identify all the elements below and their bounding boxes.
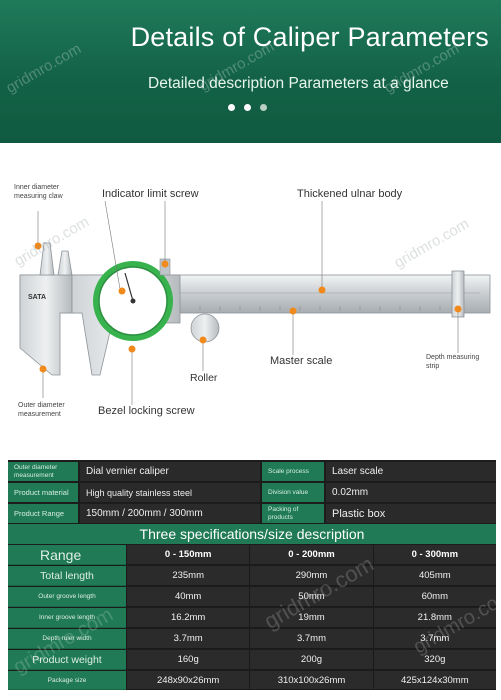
spec-value: High quality stainless steel	[80, 483, 260, 502]
table-cell: 3.7mm	[126, 629, 250, 649]
row-label: Package size	[8, 671, 126, 690]
header-banner: gridmro.com gridmro.com gridmro.com Deta…	[0, 0, 501, 143]
spec-value: Laser scale	[326, 462, 496, 481]
spec-label: Division value	[262, 483, 324, 502]
carousel-indicator[interactable]	[228, 104, 267, 111]
table-row: Product weight 160g 200g 320g	[8, 650, 496, 670]
spec-label: Product material	[8, 483, 78, 502]
table-row: Inner groove length 16.2mm 19mm 21.8mm	[8, 608, 496, 628]
table-cell: 19mm	[249, 608, 373, 628]
spec-value: 150mm / 200mm / 300mm	[80, 504, 260, 523]
page-title: Details of Caliper Parameters	[130, 22, 489, 52]
spec-label: Outer diameter measurement	[8, 462, 78, 481]
callout-master-scale: Master scale	[270, 355, 333, 367]
spec-row: Product Range 150mm / 200mm / 300mm Pack…	[8, 504, 496, 523]
table-header-row: Range 0 - 150mm 0 - 200mm 0 - 300mm	[8, 545, 496, 565]
callout-inner-diameter-claw: Inner diameter measuring claw	[14, 184, 63, 200]
page-subtitle: Detailed description Parameters at a gla…	[148, 75, 449, 92]
brand-logo: SATA	[28, 294, 47, 301]
table-title: Three specifications/size description	[8, 524, 496, 544]
table-cell: 290mm	[249, 566, 373, 586]
table-cell: 60mm	[372, 587, 496, 607]
row-label: Product weight	[8, 650, 126, 670]
caliper-illustration	[19, 200, 491, 405]
table-cell: 3.7mm	[249, 629, 373, 649]
spec-label: Scale process	[262, 462, 324, 481]
table-cell: 425x124x30mm	[372, 671, 496, 690]
callout-indicator-limit-screw: Indicator limit screw	[102, 188, 199, 200]
table-row: Package size 248x90x26mm 310x100x26mm 42…	[8, 671, 496, 690]
watermark: gridmro.com	[3, 40, 85, 97]
row-label: Depth ruler width	[8, 629, 126, 649]
spec-value: Dial vernier caliper	[80, 462, 260, 481]
callout-thickened-ulnar-body: Thickened ulnar body	[297, 188, 403, 200]
caliper-diagram: SATA gridmro.com gridmro.com Inner diame…	[0, 143, 501, 433]
callout-roller: Roller	[190, 372, 218, 384]
table-cell: 160g	[126, 650, 250, 670]
callout-bezel-locking-screw: Bezel locking screw	[98, 405, 195, 417]
column-header: 0 - 300mm	[372, 545, 496, 565]
table-row: Outer groove length 40mm 50mm 60mm	[8, 587, 496, 607]
spec-value: Plastic box	[326, 504, 496, 523]
row-label: Total length	[8, 566, 126, 586]
spec-row: Product material High quality stainless …	[8, 483, 496, 502]
table-cell: 310x100x26mm	[249, 671, 373, 690]
spec-value: 0.02mm	[326, 483, 496, 502]
table-cell: 40mm	[126, 587, 250, 607]
carousel-dot[interactable]	[260, 104, 267, 111]
row-label: Inner groove length	[8, 608, 126, 628]
table-cell: 16.2mm	[126, 608, 250, 628]
table-cell: 248x90x26mm	[126, 671, 250, 690]
range-label: Range	[8, 545, 126, 565]
table-cell: 3.7mm	[372, 629, 496, 649]
row-label: Outer groove length	[8, 587, 126, 607]
carousel-dot[interactable]	[228, 104, 235, 111]
table-cell: 405mm	[372, 566, 496, 586]
column-header: 0 - 200mm	[249, 545, 373, 565]
table-row: Depth ruler width 3.7mm 3.7mm 3.7mm	[8, 629, 496, 649]
callout-outer-diameter: Outer diameter measurement	[18, 402, 65, 418]
spec-table: Outer diameter measurement Dial vernier …	[8, 460, 501, 690]
carousel-dot[interactable]	[244, 104, 251, 111]
table-cell: 200g	[249, 650, 373, 670]
table-cell: 235mm	[126, 566, 250, 586]
spec-label: Packing of products	[262, 504, 324, 523]
table-row: Total length 235mm 290mm 405mm	[8, 566, 496, 586]
table-cell: 320g	[372, 650, 496, 670]
table-cell: 50mm	[249, 587, 373, 607]
callout-depth-measuring-strip: Depth measuring strip	[426, 354, 480, 370]
table-cell: 21.8mm	[372, 608, 496, 628]
spec-label: Product Range	[8, 504, 78, 523]
column-header: 0 - 150mm	[126, 545, 250, 565]
spec-row: Outer diameter measurement Dial vernier …	[8, 462, 496, 481]
